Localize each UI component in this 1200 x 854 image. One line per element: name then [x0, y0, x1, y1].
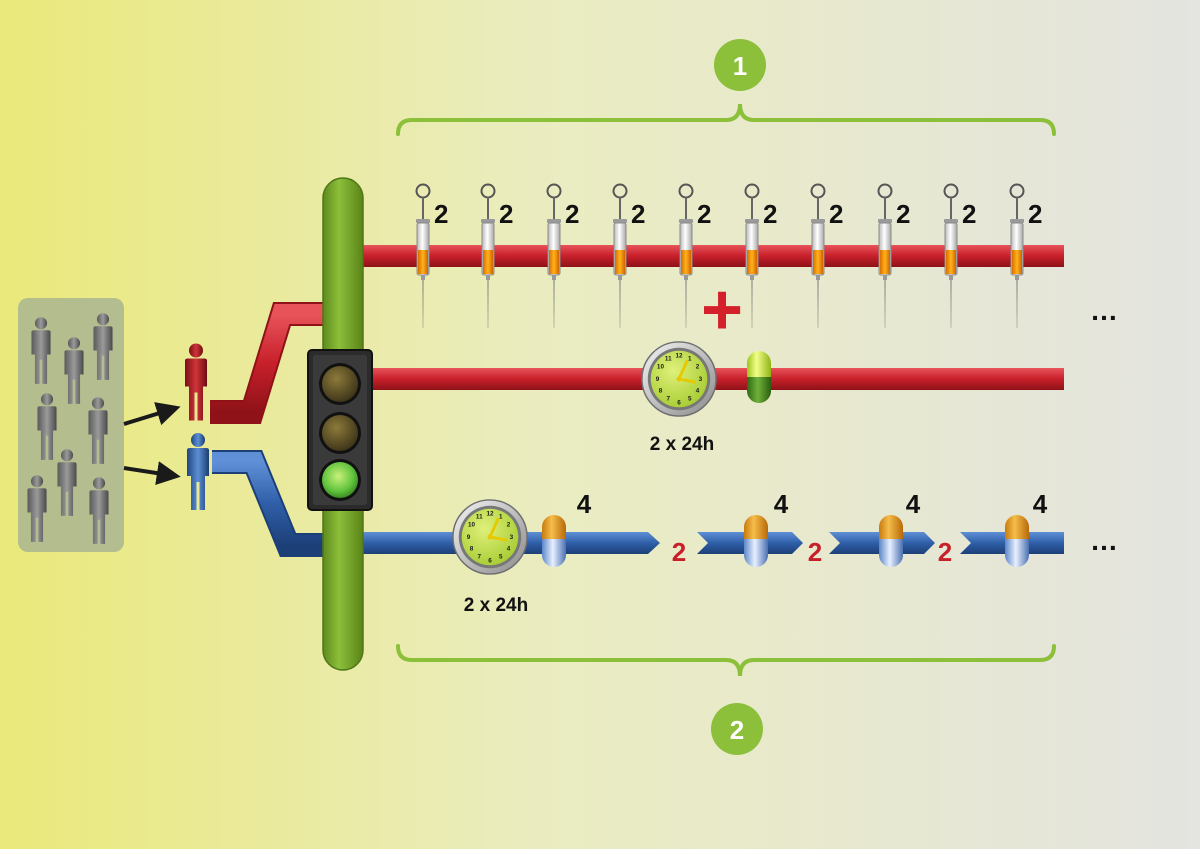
- ellipsis-bottom: …: [1090, 525, 1118, 556]
- syringe-group: 2: [546, 183, 579, 329]
- capsule-group: 4: [879, 489, 921, 567]
- capsule-row: 4 4 4 4: [542, 489, 1048, 567]
- ellipsis-top: …: [1090, 295, 1118, 326]
- top-brace: [396, 103, 1056, 136]
- phase-badge-2: 2: [711, 703, 763, 755]
- arrow-icon: [123, 402, 181, 426]
- clock-icon: [640, 340, 718, 418]
- syringe-dose: 2: [434, 199, 448, 229]
- syringe-group: 2: [810, 183, 843, 329]
- capsule-dose: 4: [774, 489, 789, 519]
- capsule-dose: 4: [577, 489, 592, 519]
- syringe-group: 2: [943, 183, 976, 329]
- capsule-icon: [542, 515, 566, 567]
- light-top: [322, 366, 358, 402]
- capsule-icon: [1005, 515, 1029, 567]
- svg-text:2: 2: [730, 715, 744, 745]
- light-bottom-green: [322, 462, 358, 498]
- gap-label: 2: [672, 537, 686, 567]
- arrow-icon: [123, 461, 181, 485]
- plus-icon: +: [701, 270, 743, 350]
- syringe-group: 2: [877, 183, 910, 329]
- patient-population: [18, 298, 124, 552]
- syringe-row: 2 2 2 2 2 2 2 2: [415, 183, 1042, 329]
- syringe-dose: 2: [631, 199, 645, 229]
- syringe-group: 2: [415, 183, 448, 329]
- phase-badge-1: 1: [714, 39, 766, 91]
- capsule-dose: 4: [1033, 489, 1048, 519]
- syringe-group: 2: [480, 183, 513, 329]
- red-clock-label: 2 x 24h: [650, 434, 714, 455]
- gap-label: 2: [938, 537, 952, 567]
- capsule-group: 4: [542, 489, 592, 567]
- traffic-light-icon: [307, 349, 373, 511]
- svg-text:1: 1: [733, 51, 747, 81]
- capsule-icon: [747, 351, 771, 403]
- syringe-group: 2: [1009, 183, 1042, 329]
- syringe-dose: 2: [829, 199, 843, 229]
- gap-label: 2: [808, 537, 822, 567]
- syringe-dose: 2: [499, 199, 513, 229]
- capsule-icon: [744, 515, 768, 567]
- syringe-dose: 2: [763, 199, 777, 229]
- syringe-group: 2: [678, 183, 711, 329]
- bottom-brace: [396, 644, 1056, 677]
- capsule-group: 4: [744, 489, 789, 567]
- syringe-dose: 2: [962, 199, 976, 229]
- light-middle: [322, 415, 358, 451]
- clock-icon: [451, 498, 529, 576]
- syringe-group: 2: [612, 183, 645, 329]
- syringe-dose: 2: [697, 199, 711, 229]
- capsule-group: 4: [1005, 489, 1048, 567]
- capsule-icon: [879, 515, 903, 567]
- capsule-dose: 4: [906, 489, 921, 519]
- syringe-dose: 2: [1028, 199, 1042, 229]
- syringe-dose: 2: [565, 199, 579, 229]
- red-track-injections: [360, 245, 1064, 267]
- syringe-group: 2: [744, 183, 777, 329]
- blue-clock-label: 2 x 24h: [464, 595, 528, 616]
- syringe-dose: 2: [896, 199, 910, 229]
